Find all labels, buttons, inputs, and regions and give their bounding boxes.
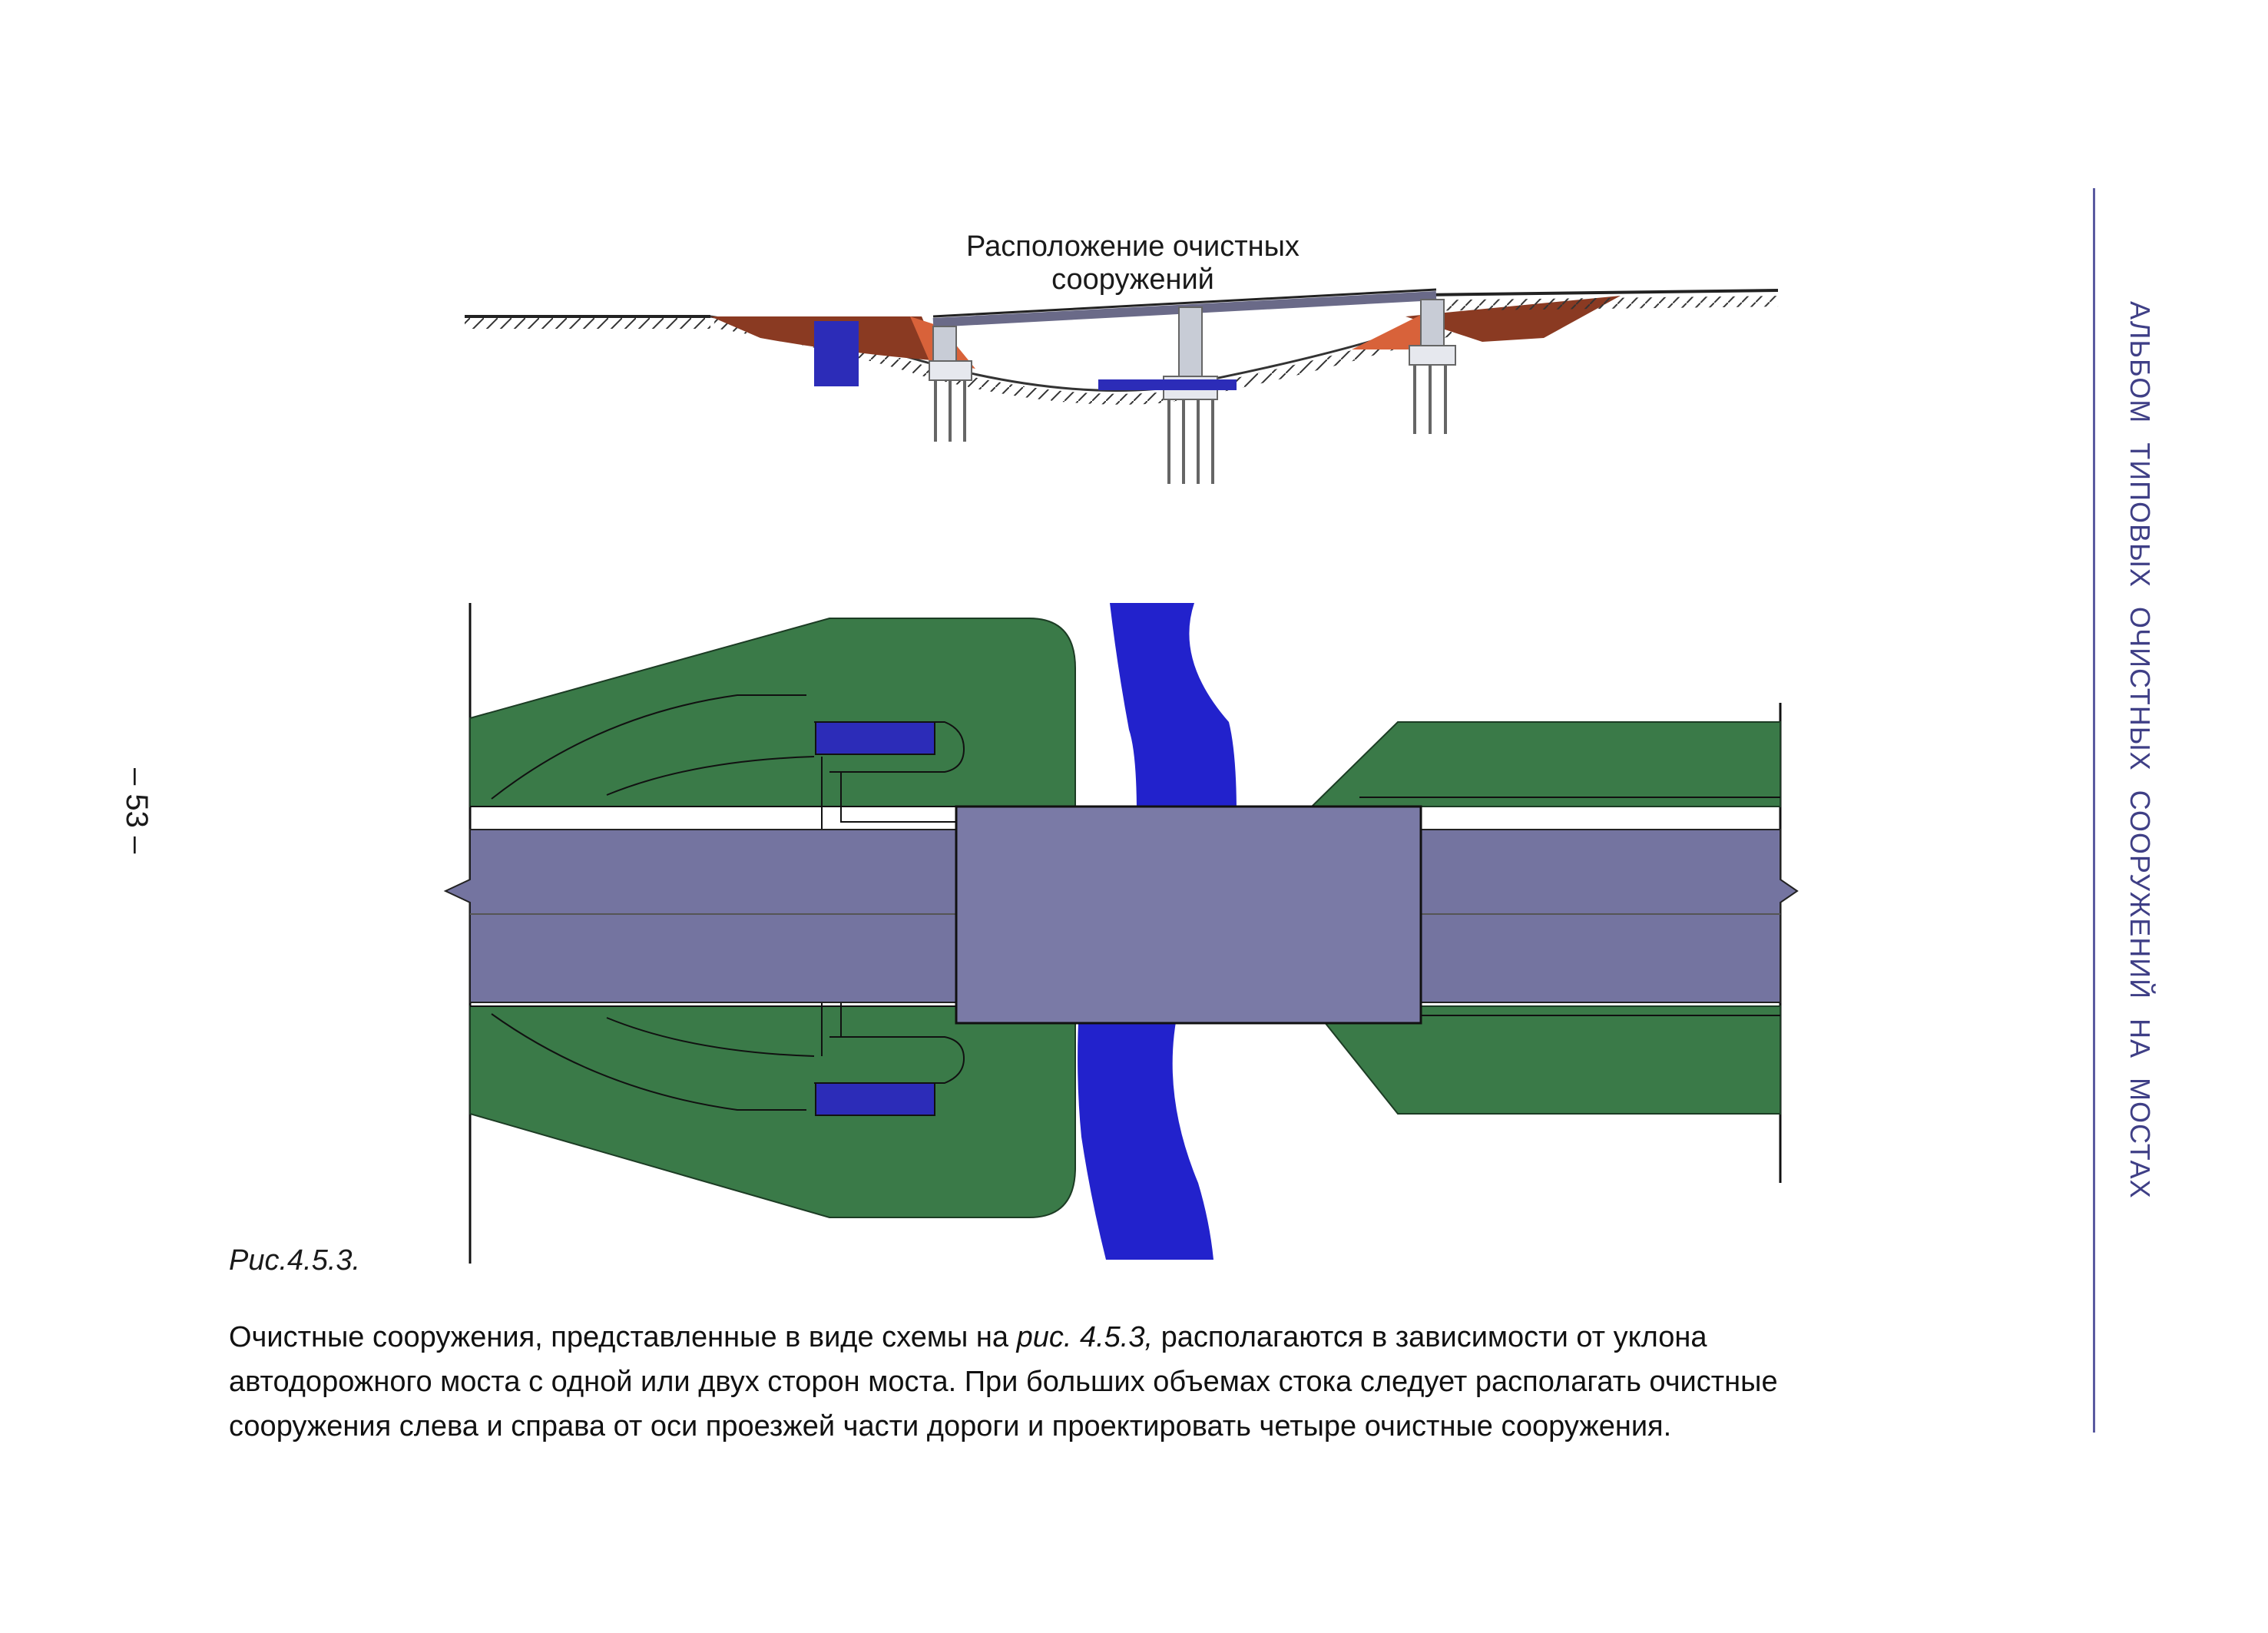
bridge-deck-plan	[955, 805, 1422, 1025]
treatment-tank-lower	[815, 1082, 935, 1116]
figure-caption: Рис.4.5.3.	[229, 1244, 361, 1277]
figure-title: Расположение очистных сооружений	[966, 230, 1300, 296]
river	[1110, 603, 1237, 814]
body-part1: Очистные сооружения, представленные в ви…	[229, 1321, 1017, 1353]
side-header: АЛЬБОМ ТИПОВЫХ ОЧИСТНЫХ СООРУЖЕНИЙ НА МО…	[2124, 301, 2156, 1199]
body-paragraph: Очистные сооружения, представленные в ви…	[229, 1315, 1880, 1449]
figure-reference: рис. 4.5.3,	[1016, 1321, 1154, 1353]
left-upper-embankment	[469, 618, 1076, 807]
right-lower-embankment	[1309, 1005, 1781, 1115]
body-part2: располагаются в зависимости от уклона ав…	[229, 1321, 1778, 1443]
page-number: – 53 –	[120, 768, 154, 854]
right-upper-embankment	[1309, 721, 1781, 807]
left-lower-embankment	[469, 1005, 1076, 1218]
treatment-tank-upper	[815, 721, 935, 755]
section-treatment-tank	[814, 321, 859, 386]
side-rule	[2093, 188, 2095, 1433]
